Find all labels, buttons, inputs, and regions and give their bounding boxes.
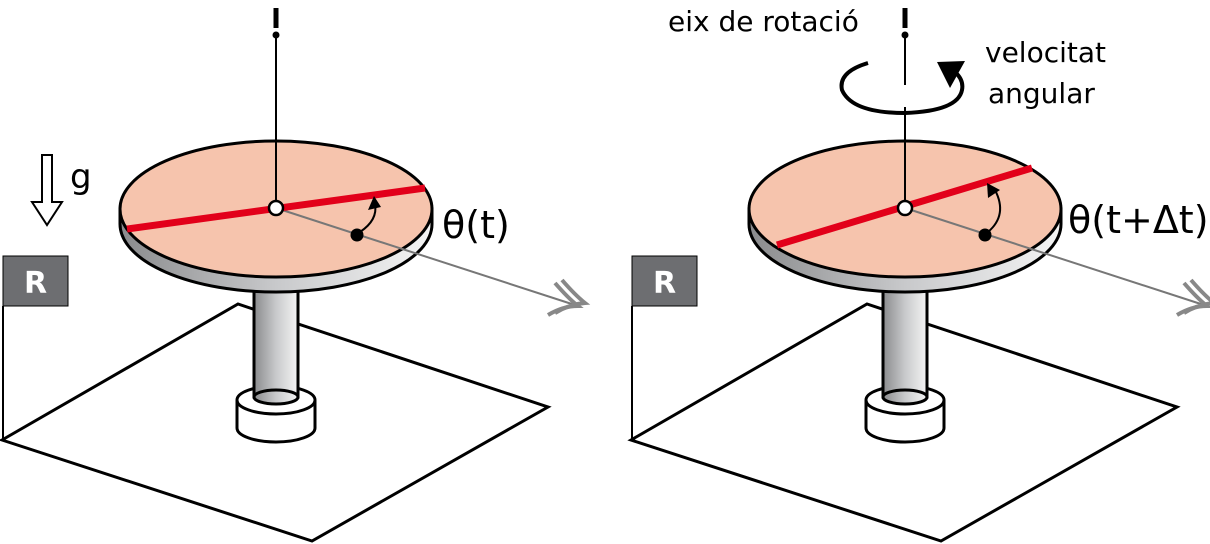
pivot-point (267, 199, 285, 217)
gravity-arrow-icon (30, 154, 64, 227)
angular-velocity-arrow-icon (839, 61, 965, 116)
right-panel: eix de rotació velocitat angular R θ(t+Δ… (629, 5, 1210, 543)
frame-label: R (653, 266, 676, 301)
angular-velocity-label-line1: velocitat (985, 36, 1106, 69)
pivot-point (896, 199, 914, 217)
angle-label: θ(t) (442, 203, 510, 247)
angle-label: θ(t+Δt) (1068, 198, 1209, 242)
angular-velocity-label-line2: angular (988, 77, 1095, 110)
left-panel: g R θ(t) (0, 6, 587, 543)
frame-label: R (24, 266, 47, 301)
axis-label: eix de rotació (668, 5, 859, 38)
angle-arrowhead-icon (987, 183, 1000, 198)
angle-arc (987, 189, 1002, 233)
gravity-label: g (70, 157, 92, 197)
angle-arrowhead-icon (368, 196, 381, 210)
